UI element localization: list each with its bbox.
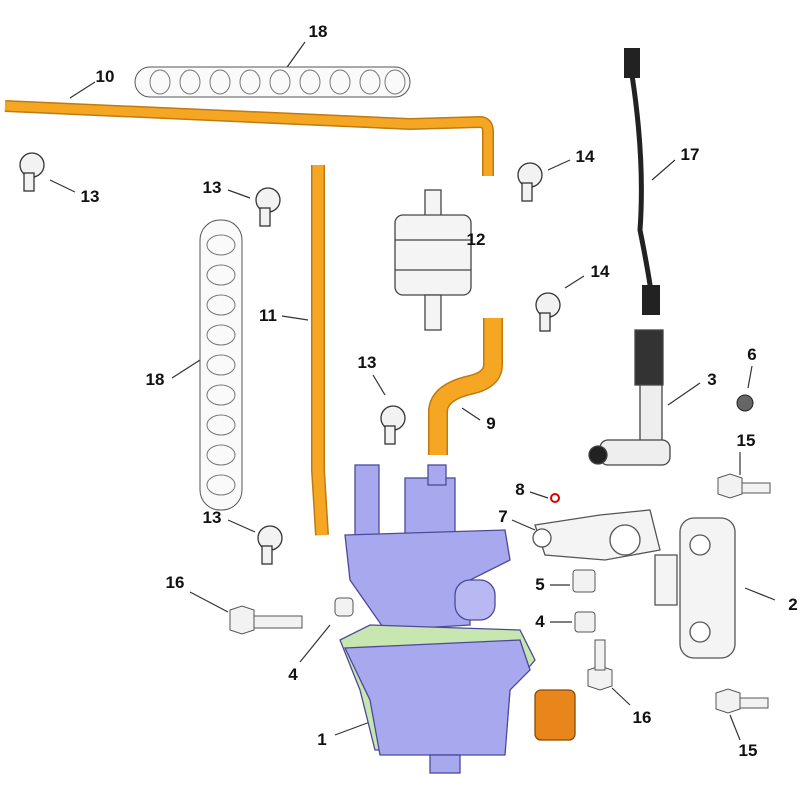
callout-4: 4 xyxy=(535,612,545,631)
callout-13: 13 xyxy=(202,178,222,197)
fuel-pump-1 xyxy=(339,464,576,774)
hose-11 xyxy=(312,165,328,536)
bolts xyxy=(229,473,771,714)
callout-9: 9 xyxy=(486,414,496,433)
callout-13: 13 xyxy=(357,353,377,372)
clamps xyxy=(19,152,561,565)
o-ring-8 xyxy=(550,493,560,503)
callout-15: 15 xyxy=(736,431,756,450)
callout-14: 14 xyxy=(590,262,610,281)
sleeve-18-top xyxy=(134,66,411,98)
callout-15: 15 xyxy=(738,741,758,760)
callout-14: 14 xyxy=(575,147,595,166)
fuel-filter-12 xyxy=(394,189,472,331)
callout-2: 2 xyxy=(788,595,798,614)
callout-4: 4 xyxy=(288,665,298,684)
callout-17: 17 xyxy=(680,145,700,164)
bushings xyxy=(334,569,596,633)
washer-6 xyxy=(736,394,754,412)
callout-18: 18 xyxy=(145,370,165,389)
callout-13: 13 xyxy=(202,508,222,527)
hose-9 xyxy=(429,318,502,455)
bracket-7 xyxy=(532,509,661,561)
callout-6: 6 xyxy=(747,345,757,364)
callout-11: 11 xyxy=(259,306,277,325)
sensor-wire-17 xyxy=(629,74,655,301)
bracket-2 xyxy=(654,517,736,659)
callout-1: 1 xyxy=(317,730,327,749)
callout-16: 16 xyxy=(632,708,652,727)
hose-10 xyxy=(4,101,493,176)
callout-12: 12 xyxy=(466,230,486,249)
sensor-3 xyxy=(588,329,671,466)
callout-8: 8 xyxy=(515,480,525,499)
callout-18: 18 xyxy=(308,22,328,41)
callout-3: 3 xyxy=(707,370,717,389)
callout-5: 5 xyxy=(535,575,545,594)
sleeve-18-left xyxy=(199,219,243,511)
leader-lines xyxy=(49,41,776,741)
callout-13: 13 xyxy=(80,187,100,206)
callout-10: 10 xyxy=(95,67,115,86)
callout-7: 7 xyxy=(498,507,508,526)
callout-16: 16 xyxy=(165,573,185,592)
